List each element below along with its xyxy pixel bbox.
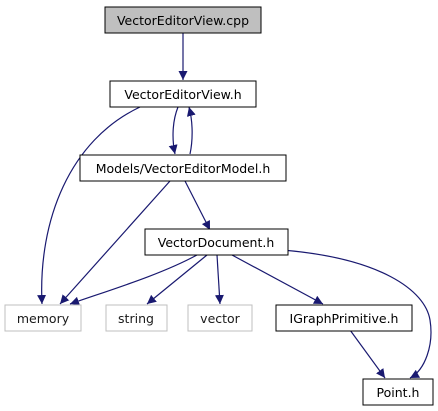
node-box (105, 304, 168, 332)
node-label: VectorEditorView.h (124, 87, 241, 102)
edge-igraph-h-to-point-h (349, 329, 386, 379)
node-vectoreditorview-cpp[interactable]: VectorEditorView.cpp (104, 6, 262, 34)
node-box (362, 378, 434, 406)
node-box (187, 304, 253, 332)
node-vector[interactable]: vector (187, 304, 253, 332)
node-box (79, 154, 287, 182)
node-vectoreditorview-h[interactable]: VectorEditorView.h (109, 80, 257, 108)
edge-view-h-to-memory (37, 106, 141, 305)
edge-document-h-to-memory (69, 254, 198, 306)
node-box (144, 228, 289, 256)
node-label: vector (200, 311, 241, 326)
node-memory[interactable]: memory (4, 304, 82, 332)
node-label: VectorEditorView.cpp (117, 13, 249, 28)
edge-document-h-to-igraph-h (231, 254, 324, 305)
node-models-vectoreditormodel-h[interactable]: Models/VectorEditorModel.h (79, 154, 287, 182)
node-box (104, 6, 262, 34)
edge-model-h-to-view-h (186, 106, 196, 155)
node-label: VectorDocument.h (158, 235, 275, 250)
node-igraphprimitive-h[interactable]: IGraphPrimitive.h (275, 304, 413, 332)
node-vectordocument-h[interactable]: VectorDocument.h (144, 228, 289, 256)
edge-view-h-to-model-h (168, 106, 179, 155)
edge-document-h-to-vector (214, 254, 224, 305)
nodes-layer: VectorEditorView.cpp VectorEditorView.h … (4, 6, 434, 406)
node-box (109, 80, 257, 108)
edge-document-h-to-string (146, 254, 208, 305)
edge-model-h-to-document-h (184, 180, 211, 231)
node-label: Point.h (377, 385, 420, 400)
node-point-h[interactable]: Point.h (362, 378, 434, 406)
node-string[interactable]: string (105, 304, 168, 332)
node-label: memory (17, 311, 70, 326)
edge-document-h-to-point-h (281, 249, 432, 379)
edge-model-h-to-memory (59, 180, 171, 305)
node-label: IGraphPrimitive.h (290, 311, 399, 326)
node-label: string (118, 311, 154, 326)
node-box (275, 304, 413, 332)
node-label: Models/VectorEditorModel.h (96, 161, 271, 176)
edges-layer (37, 33, 432, 379)
node-box (4, 304, 82, 332)
